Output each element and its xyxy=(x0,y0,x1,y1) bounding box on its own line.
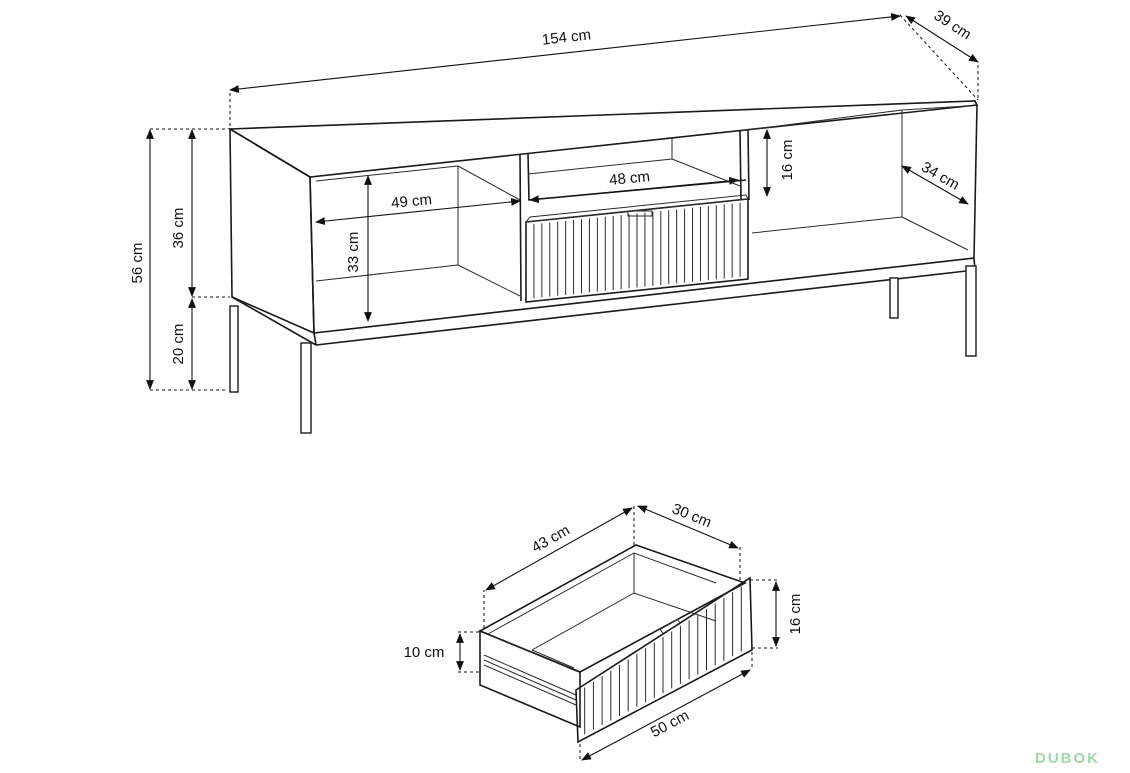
dimension-drawer-depth: 30 cm xyxy=(637,500,741,580)
dimension-leg-height: 20 cm xyxy=(170,298,196,390)
drawer-front-height-label: 16 cm xyxy=(787,594,804,635)
total-height-label: 56 cm xyxy=(129,243,146,284)
dimension-inner-depth: 34 cm xyxy=(901,159,969,205)
width-label: 154 cm xyxy=(541,26,592,48)
dimension-drawer-front-height: 16 cm xyxy=(750,579,804,649)
tv-cabinet xyxy=(227,100,979,346)
drawer-box xyxy=(478,544,747,673)
dimension-total-height: 56 cm xyxy=(129,128,228,391)
drawer-front-width-label: 50 cm xyxy=(648,707,692,741)
niche-height-label: 16 cm xyxy=(779,140,796,181)
dimension-compartment-width: 49 cm xyxy=(315,191,521,226)
drawer-depth-label: 30 cm xyxy=(670,500,714,531)
dimension-compartment-height: 33 cm xyxy=(345,175,372,322)
dimension-body-height: 36 cm xyxy=(170,129,230,298)
niche-width-label: 48 cm xyxy=(608,168,650,189)
body-height-label: 36 cm xyxy=(170,208,187,249)
compartment-height-label: 33 cm xyxy=(345,232,362,273)
brand-logo: DUBOK xyxy=(1035,750,1100,767)
drawer-side-height-label: 10 cm xyxy=(404,644,445,661)
cabinet-legs xyxy=(229,265,977,434)
dimension-depth: 39 cm xyxy=(905,7,979,98)
depth-label: 39 cm xyxy=(931,7,975,44)
leg-height-label: 20 cm xyxy=(170,324,187,365)
compartment-width-label: 49 cm xyxy=(390,191,432,212)
dimension-drawer-length: 43 cm xyxy=(483,506,635,628)
dimension-width: 154 cm xyxy=(229,13,979,126)
drawer-length-label: 43 cm xyxy=(529,522,573,557)
dimension-drawer-front-width: 50 cm xyxy=(579,652,753,761)
drawer-detail xyxy=(478,544,753,744)
dimension-drawer-side-height: 10 cm xyxy=(404,631,480,673)
dimension-niche-width: 48 cm xyxy=(529,168,739,204)
dimension-niche-height: 16 cm xyxy=(763,129,796,197)
drawer-front-panel xyxy=(575,576,753,744)
cabinet-top xyxy=(227,100,979,178)
